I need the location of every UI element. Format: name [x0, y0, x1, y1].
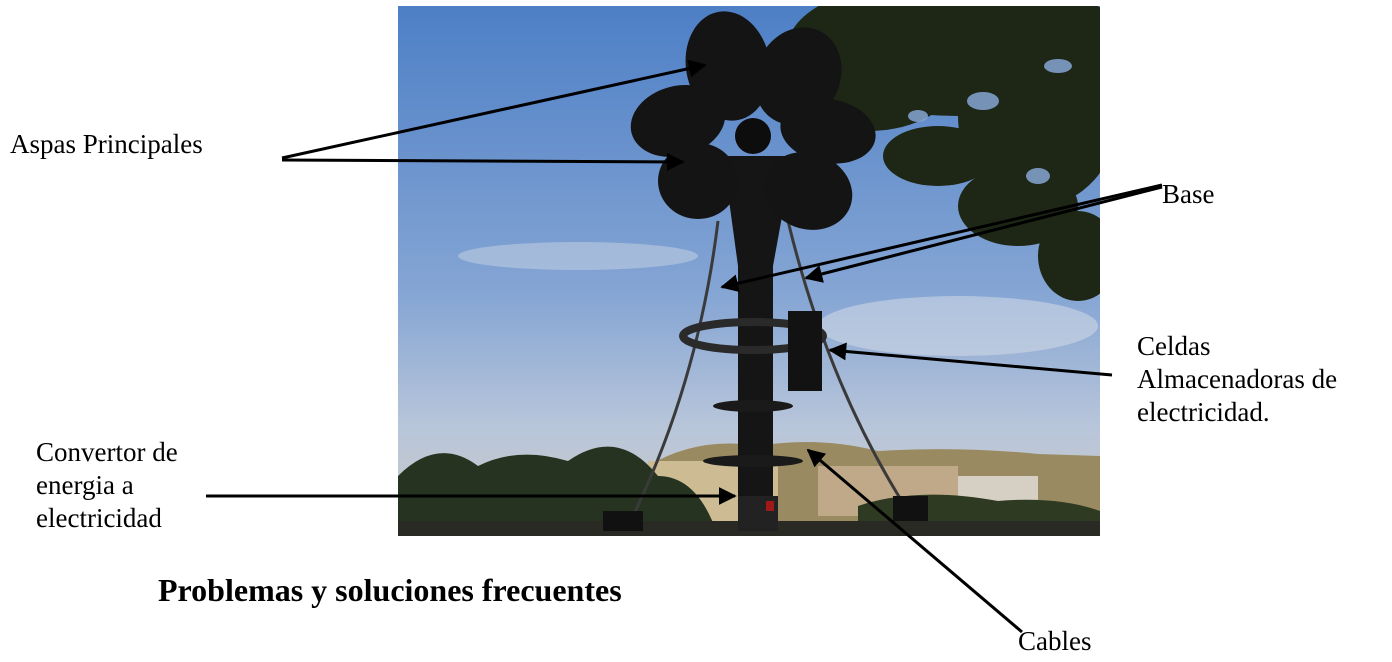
label-base: Base: [1162, 179, 1215, 209]
label-celdas: Celdas Almacenadoras de electricidad.: [1137, 330, 1337, 429]
wind-turbine-photo: [398, 6, 1100, 536]
label-convertor-line-3: electricidad: [36, 503, 162, 533]
label-cables: Cables: [1018, 626, 1092, 656]
cloud: [458, 242, 698, 270]
label-convertor-line-2: energia a: [36, 470, 134, 500]
cloud: [818, 296, 1098, 356]
battery-box: [788, 311, 822, 391]
rotor-hub: [735, 118, 771, 154]
label-convertor: Convertor de energia a electricidad: [36, 436, 178, 535]
section-heading: Problemas y soluciones frecuentes: [158, 572, 622, 608]
label-convertor-line-1: Convertor de: [36, 437, 178, 467]
label-celdas-line-3: electricidad.: [1137, 397, 1270, 427]
label-aspas-principales: Aspas Principales: [10, 129, 203, 159]
label-celdas-line-1: Celdas: [1137, 331, 1211, 361]
label-celdas-line-2: Almacenadoras de: [1137, 364, 1338, 394]
